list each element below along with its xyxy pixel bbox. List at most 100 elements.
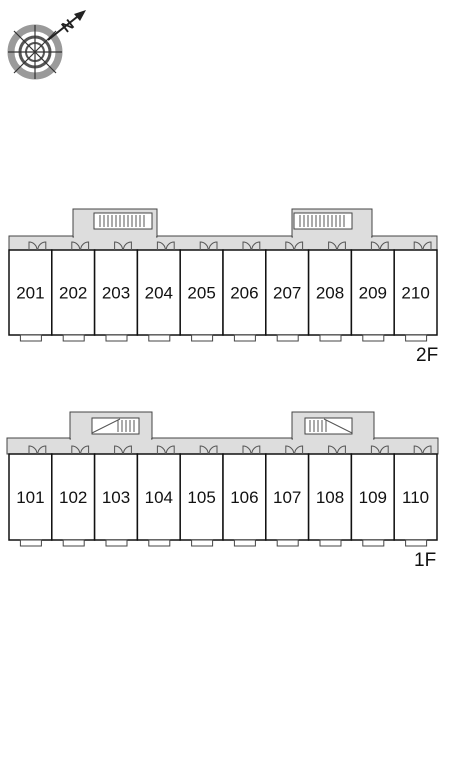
room-unit-210: 210 (393, 241, 438, 342)
room-number-108: 108 (316, 488, 344, 507)
balcony (62, 334, 85, 342)
balcony (233, 539, 256, 547)
room-unit-207: 207 (265, 241, 310, 342)
balcony (405, 539, 428, 547)
room-unit-109: 109 (350, 445, 395, 547)
room-number-109: 109 (359, 488, 387, 507)
room-number-205: 205 (187, 284, 215, 303)
room-unit-206: 206 (222, 241, 267, 342)
door-icon (71, 241, 81, 251)
room-number-104: 104 (145, 488, 173, 507)
door-icon (71, 445, 81, 455)
door-icon (37, 445, 47, 455)
room-unit-209: 209 (350, 241, 395, 342)
room-box (51, 453, 96, 541)
door-icon (114, 445, 124, 455)
room-box (393, 453, 438, 541)
room-unit-107: 107 (265, 445, 310, 547)
door-icon (328, 445, 338, 455)
floor-label-2f: 2F (416, 345, 438, 366)
door-icon (285, 241, 295, 251)
door-icon (370, 241, 380, 251)
room-unit-205: 205 (179, 241, 224, 342)
balcony (233, 334, 256, 342)
balcony (191, 334, 214, 342)
room-unit-106: 106 (222, 445, 267, 547)
room-unit-203: 203 (93, 241, 139, 342)
room-number-207: 207 (273, 284, 301, 303)
stair-1f-right (304, 417, 353, 435)
door-icon (251, 445, 261, 455)
door-icon (242, 241, 252, 251)
room-number-206: 206 (230, 284, 258, 303)
room-number-107: 107 (273, 488, 301, 507)
door-icon (413, 241, 423, 251)
door-icon (80, 445, 90, 455)
stair-2f-right (293, 212, 353, 230)
floor-2f: 201 202 203 204 205 206 207 208 209 210 2F (8, 208, 438, 366)
balcony (105, 334, 128, 342)
door-icon (422, 445, 432, 455)
balcony (276, 539, 299, 547)
door-icon (413, 445, 423, 455)
room-number-102: 102 (59, 488, 87, 507)
door-icon (379, 445, 389, 455)
room-unit-104: 104 (136, 445, 181, 547)
room-unit-101: 101 (8, 445, 53, 547)
room-number-210: 210 (401, 284, 429, 303)
room-box (307, 453, 353, 541)
door-icon (156, 241, 166, 251)
door-icon (199, 241, 209, 251)
door-icon (242, 445, 252, 455)
room-unit-201: 201 (8, 241, 53, 342)
door-icon (422, 241, 432, 251)
door-icon (336, 445, 346, 455)
balcony (191, 539, 214, 547)
balcony (319, 334, 342, 342)
door-icon (328, 241, 338, 251)
door-icon (156, 445, 166, 455)
room-number-105: 105 (187, 488, 215, 507)
balcony (276, 334, 299, 342)
door-icon (208, 241, 218, 251)
door-icon (251, 241, 261, 251)
room-unit-202: 202 (51, 241, 96, 342)
room-box (393, 249, 438, 336)
room-box (179, 453, 224, 541)
door-icon (294, 241, 304, 251)
door-icon (114, 241, 124, 251)
balcony (19, 539, 42, 547)
balcony (148, 334, 171, 342)
room-box (222, 249, 267, 336)
door-icon (28, 241, 38, 251)
room-box (265, 249, 310, 336)
room-number-203: 203 (102, 284, 130, 303)
room-number-101: 101 (16, 488, 44, 507)
stair-2f-left (93, 212, 153, 230)
door-icon (165, 445, 175, 455)
door-icon (122, 445, 132, 455)
room-unit-204: 204 (136, 241, 181, 342)
room-number-204: 204 (145, 284, 173, 303)
rooms-2f: 201 202 203 204 205 206 207 208 209 210 (8, 241, 438, 342)
balcony (148, 539, 171, 547)
room-number-208: 208 (316, 284, 344, 303)
room-unit-110: 110 (393, 445, 438, 547)
door-icon (122, 241, 132, 251)
room-unit-108: 108 (307, 445, 353, 547)
room-unit-208: 208 (307, 241, 353, 342)
corridor-2f (8, 208, 438, 251)
room-number-202: 202 (59, 284, 87, 303)
door-icon (336, 241, 346, 251)
room-number-103: 103 (102, 488, 130, 507)
balcony (405, 334, 428, 342)
door-icon (294, 445, 304, 455)
balcony (319, 539, 342, 547)
room-box (8, 249, 53, 336)
room-number-209: 209 (359, 284, 387, 303)
stair-1f-left (91, 417, 140, 435)
door-icon (28, 445, 38, 455)
room-unit-105: 105 (179, 445, 224, 547)
balcony (62, 539, 85, 547)
